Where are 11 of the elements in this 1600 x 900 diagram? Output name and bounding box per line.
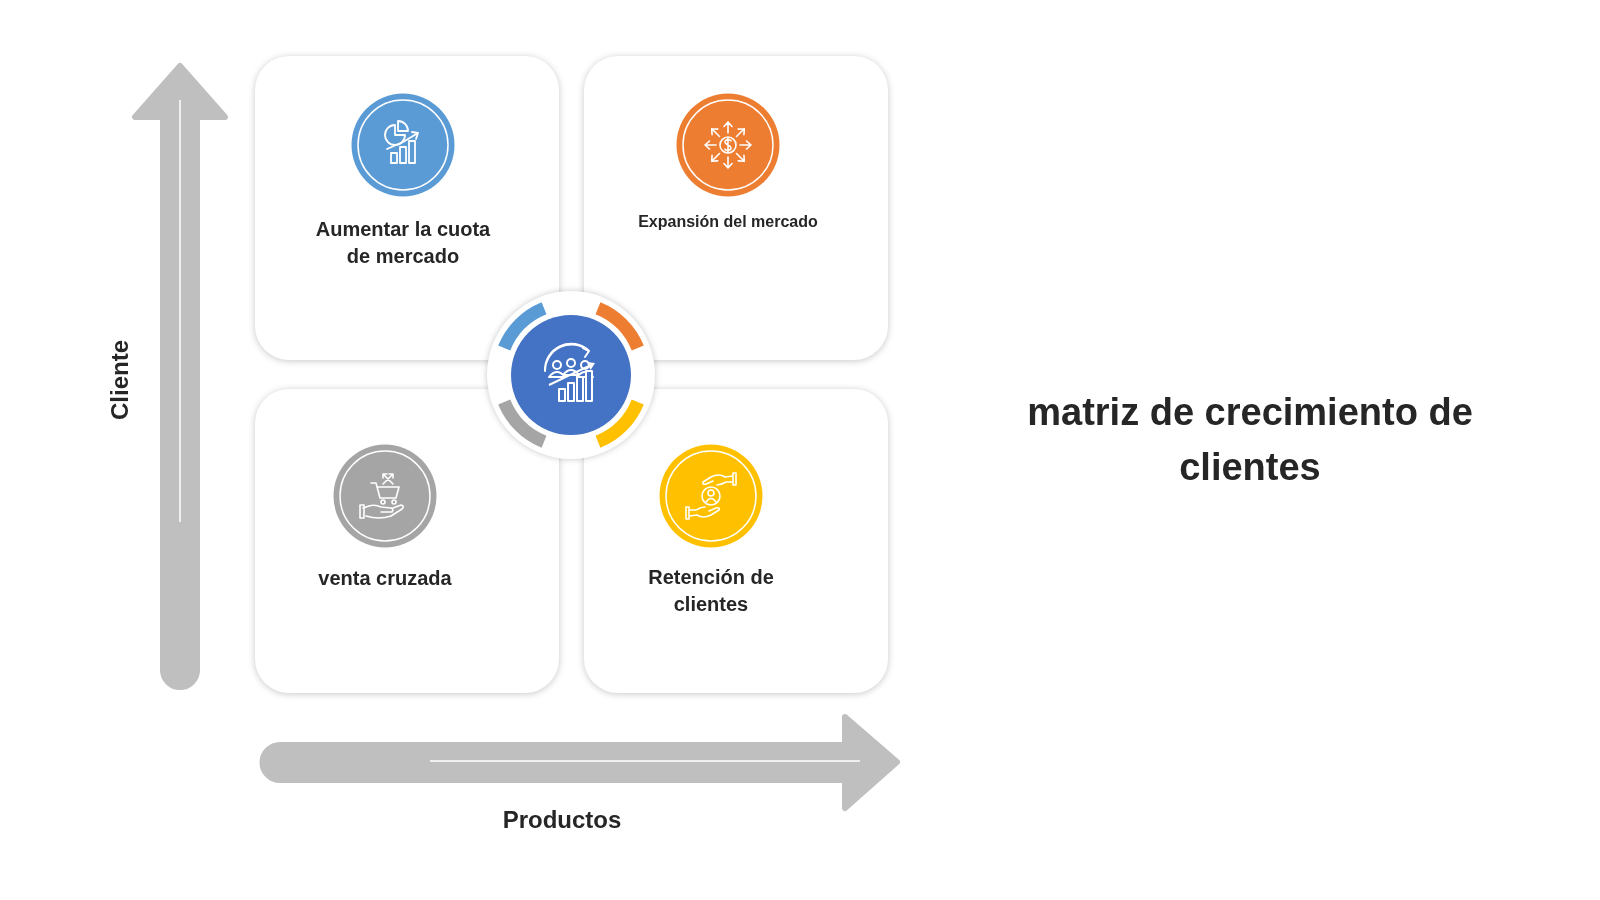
title: matriz de crecimiento de clientes (1026, 389, 1474, 490)
axis-label: Productos (502, 806, 622, 834)
quadrant-label: Expansión del mercado (637, 212, 819, 233)
quadrant-card (255, 56, 559, 360)
quadrant-card (255, 389, 559, 693)
quadrant-label: Aumentar la cuota de mercado (314, 217, 492, 269)
quadrant-card (584, 389, 888, 693)
quadrant-label: venta cruzada (317, 565, 453, 591)
quadrant-label: Retención de clientes (647, 565, 775, 617)
quadrant-card (584, 56, 888, 360)
axis-label: Cliente (106, 340, 134, 420)
